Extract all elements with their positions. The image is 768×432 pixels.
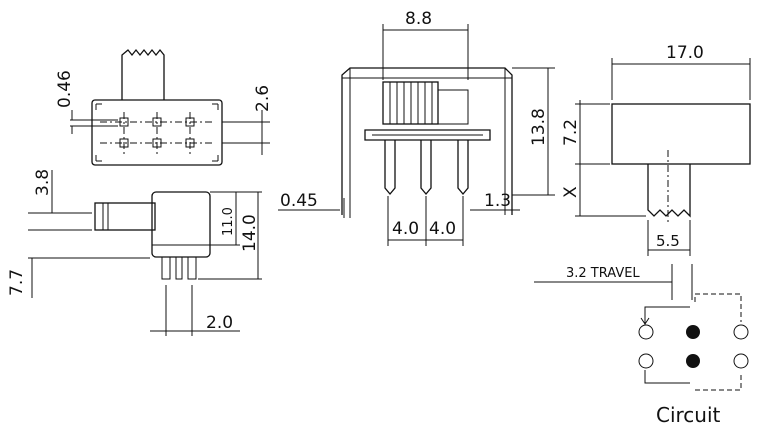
contact-1 <box>638 324 654 340</box>
circuit-diagram: 3.2 TRAVEL Circuit <box>534 264 749 427</box>
side-body <box>151 191 211 258</box>
top-body <box>91 99 223 166</box>
dim-pin-width: 1.3 <box>484 191 511 211</box>
contact-3 <box>733 324 749 340</box>
front-view: 8.8 13.8 0.45 4.0 4.0 1.3 <box>278 9 555 246</box>
dim-actuator-height-var: X <box>561 186 581 198</box>
circuit-caption: Circuit <box>656 403 721 427</box>
top-view: 0.46 2.6 <box>55 48 273 166</box>
dim-pin-pitch-side: 2.0 <box>206 313 233 333</box>
dim-pin-length: 7.7 <box>7 269 27 296</box>
dim-plate-thickness: 0.45 <box>280 191 318 211</box>
side-actuator <box>94 202 156 231</box>
dim-total-height-front: 13.8 <box>529 108 549 146</box>
dim-pin-pitch-front-1: 4.0 <box>392 219 419 239</box>
travel-label: 3.2 TRAVEL <box>566 266 640 281</box>
contact-6 <box>733 353 749 369</box>
contact-4 <box>638 353 654 369</box>
end-view: 17.0 7.2 X 5.5 <box>561 43 751 256</box>
contact-5 <box>686 354 700 368</box>
dim-actuator-width: 8.8 <box>405 9 432 29</box>
end-actuator <box>647 164 691 218</box>
front-housing <box>341 67 513 215</box>
contact-2 <box>686 325 700 339</box>
dim-body-height-end: 7.2 <box>561 119 581 146</box>
dim-pin-pitch-front-2: 4.0 <box>429 219 456 239</box>
side-view: 3.8 7.7 11.0 14.0 2.0 <box>7 169 262 336</box>
dim-total-height-side: 14.0 <box>240 214 260 252</box>
dim-top-height: 2.6 <box>253 85 273 112</box>
end-body <box>611 103 751 165</box>
dim-body-length: 17.0 <box>666 43 704 63</box>
dim-actuator-offset: 3.8 <box>33 169 53 196</box>
dim-actuator-width-end: 5.5 <box>656 232 680 250</box>
dim-pin-thickness: 0.46 <box>55 70 75 108</box>
top-actuator <box>121 48 165 100</box>
dim-body-height-side: 11.0 <box>221 207 236 236</box>
